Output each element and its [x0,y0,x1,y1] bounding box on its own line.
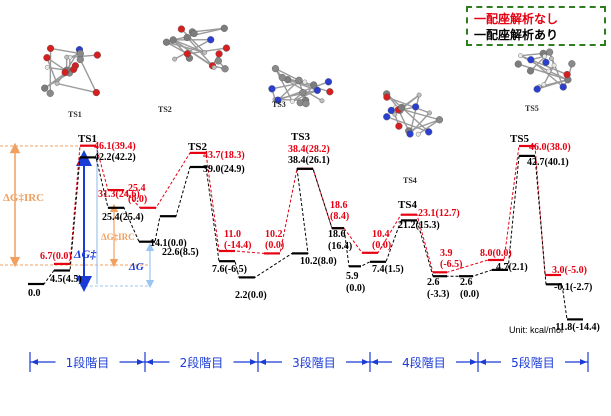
stage-label-4: 4段階目 [402,355,446,370]
stage-axis: 1段階目 2段階目 3段階目 4段階目 5段階目 [30,352,588,372]
molecule-ts5 [515,49,575,93]
black-energy-label-ts4: 21.2(15.3) [398,220,440,231]
red-energy-label-ts5: 46.0(38.0) [529,142,571,153]
black-energy-label-i5: 7.6(-6.5) [212,264,247,275]
stage-label-1: 1段階目 [66,355,110,370]
black-energy-label-i10: 7.4(1.5) [372,264,404,275]
black-energy-label-i14: -0.1(-2.7) [554,282,592,293]
red-energy-label-r9: 8.0(0.0) [480,248,512,259]
black-energy-label-ts2: 39.0(24.9) [203,164,245,175]
black-energy-label-i2: 25.4(25.4) [102,212,144,223]
legend-with-conformer: 一配座解析あり [474,26,558,43]
black-energy-label-i12: 2.6(0.0) [460,277,479,300]
molecule-label-2: TS2 [158,105,172,114]
ts-label-2: TS2 [188,141,207,153]
molecule-ts4 [383,91,443,138]
black-energy-label-i6: 2.2(0.0) [235,290,267,301]
black-energy-label-i11: 2.6(-3.3) [427,277,450,300]
legend-without-conformer: 一配座解析なし [474,10,558,27]
black-energy-label-ts3: 38.4(26.1) [288,155,330,166]
dg-irc-left-label: ΔG‡IRC [3,192,44,204]
black-energy-label-i4: 22.6(8.5) [162,247,199,258]
black-energy-label-ts1: 42.2(42.2) [94,152,136,163]
dg-irc-mid-label: ΔG‡IRC [101,232,135,242]
red-energy-label-r7: 10.4(0.0) [372,229,391,251]
ts-label-1: TS1 [78,133,97,145]
black-energy-label-i8: 18.6(16.4) [328,229,352,252]
black-energy-label-i1: 4.5(4.5) [50,274,82,285]
molecule-label-4: TS4 [403,176,417,185]
molecule-ts1 [41,45,100,97]
red-energy-label-r4: 11.0(-14.4) [224,229,252,251]
unit-label: Unit: kcal/mol [509,325,563,335]
black-energy-label-i9: 5.9(0.0) [346,271,365,294]
red-energy-label-r5: 10.2(0.0) [265,229,284,251]
black-energy-label-i7: 10.2(8.0) [300,256,337,267]
dg-label: ΔG [128,261,144,273]
red-energy-label-ts1: 46.1(39.4) [94,141,136,152]
black-energy-label-r0: 0.0 [28,288,41,299]
red-energy-label-r3: 25.4(0.0) [128,183,147,205]
ts-label-4: TS4 [398,199,417,211]
red-energy-label-r6: 18.6(8.4) [330,200,349,222]
red-energy-label-r8: 3.9(-6.5) [440,248,463,270]
molecule-ts2 [163,25,230,72]
ts-label-3: TS3 [291,131,310,143]
ts-label-5: TS5 [510,133,529,145]
molecule-label-1: TS1 [68,110,82,119]
red-energy-label-ts2: 43.7(18.3) [203,150,245,161]
red-energy-label-ts3: 38.4(28.2) [288,144,330,155]
black-energy-label-ts5: 42.7(40.1) [527,157,569,168]
red-energy-label-ts4: 23.1(12.7) [418,208,460,219]
molecule-label-5: TS5 [525,104,539,113]
red-energy-label-r10: 3.0(-5.0) [552,265,587,276]
stage-label-3: 3段階目 [292,355,336,370]
red-energy-label-r1: 6.7(0.0) [40,251,72,262]
molecule-label-3: TS3 [272,100,286,109]
dg-dagger-label: ΔG‡ [73,247,97,261]
legend: 一配座解析なし 一配座解析あり [466,6,606,46]
black-energy-label-i13: 4.7(2.1) [496,262,528,273]
stage-label-5: 5段階目 [511,355,555,370]
stage-label-2: 2段階目 [180,355,224,370]
